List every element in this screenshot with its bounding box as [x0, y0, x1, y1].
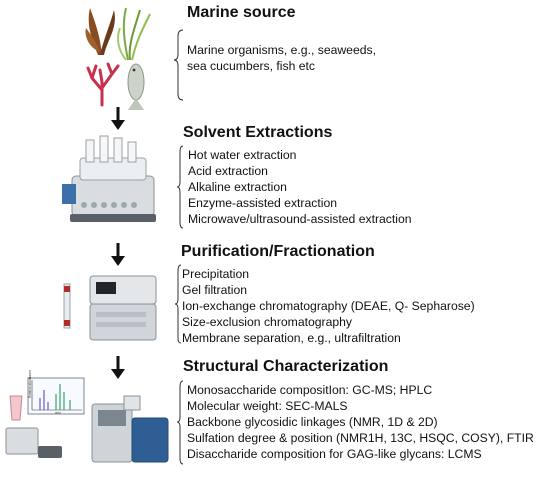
- brace-structural: [176, 380, 184, 465]
- stage-item: Disaccharide composition for GAG-like gl…: [187, 447, 482, 461]
- chromatography-icon: [63, 275, 157, 341]
- stage-item: Ion-exchange chromatography (DEAE, Q- Se…: [182, 299, 475, 313]
- extraction-apparatus-icon: [62, 135, 156, 222]
- stage-item: Monosaccharide compositIon: GC-MS; HPLC: [187, 383, 433, 397]
- stage-title-structural-characterization: Structural Characterization: [183, 358, 389, 375]
- down-arrow-icon: [111, 356, 125, 379]
- seaweed-fish-icon: [85, 7, 151, 110]
- mass-spectrum-chart: Relative abundance m/z: [27, 370, 85, 415]
- stage-title-marine-source: Marine source: [187, 4, 296, 21]
- group-braces: [173, 29, 184, 465]
- brace-solvent-extractions: [176, 145, 184, 229]
- spectrum-x-label: m/z: [55, 411, 61, 415]
- stage-item: Marine organisms, e.g., seaweeds,: [187, 43, 376, 57]
- stage-item: Alkaline extraction: [188, 180, 287, 194]
- stage-item: Backbone glycosidic linkages (NMR, 1D & …: [187, 415, 438, 429]
- stage-item: Molecular weight: SEC-MALS: [187, 399, 348, 413]
- down-arrow-icon: [111, 243, 125, 266]
- brace-marine-source: [173, 29, 184, 101]
- down-arrow-icon: [111, 107, 125, 130]
- stage-item: Sulfation degree & position (NMR1H, 13C,…: [187, 431, 534, 445]
- stage-item: Acid extraction: [188, 164, 268, 178]
- stage-item: Enzyme-assisted extraction: [188, 196, 338, 210]
- stage-item: Gel filtration: [182, 283, 248, 297]
- stage-item: Microwave/ultrasound-assisted extraction: [188, 212, 412, 226]
- stage-item: Precipitation: [182, 267, 250, 281]
- stage-title-purification: Purification/Fractionation: [181, 243, 375, 260]
- stage-item: Size-exclusion chromatography: [182, 315, 353, 329]
- stage-item: sea cucumbers, fish etc: [187, 59, 316, 73]
- spectrum-y-label: Relative abundance: [28, 370, 32, 398]
- stage-item: Hot water extraction: [188, 148, 297, 162]
- flow-arrows: [111, 107, 125, 379]
- brace-purification: [174, 264, 182, 344]
- stage-title-solvent-extractions: Solvent Extractions: [183, 124, 333, 141]
- stage-item: Membrane separation, e.g., ultrafiltrati…: [182, 331, 401, 345]
- analysis-instruments-icon: [5, 395, 169, 463]
